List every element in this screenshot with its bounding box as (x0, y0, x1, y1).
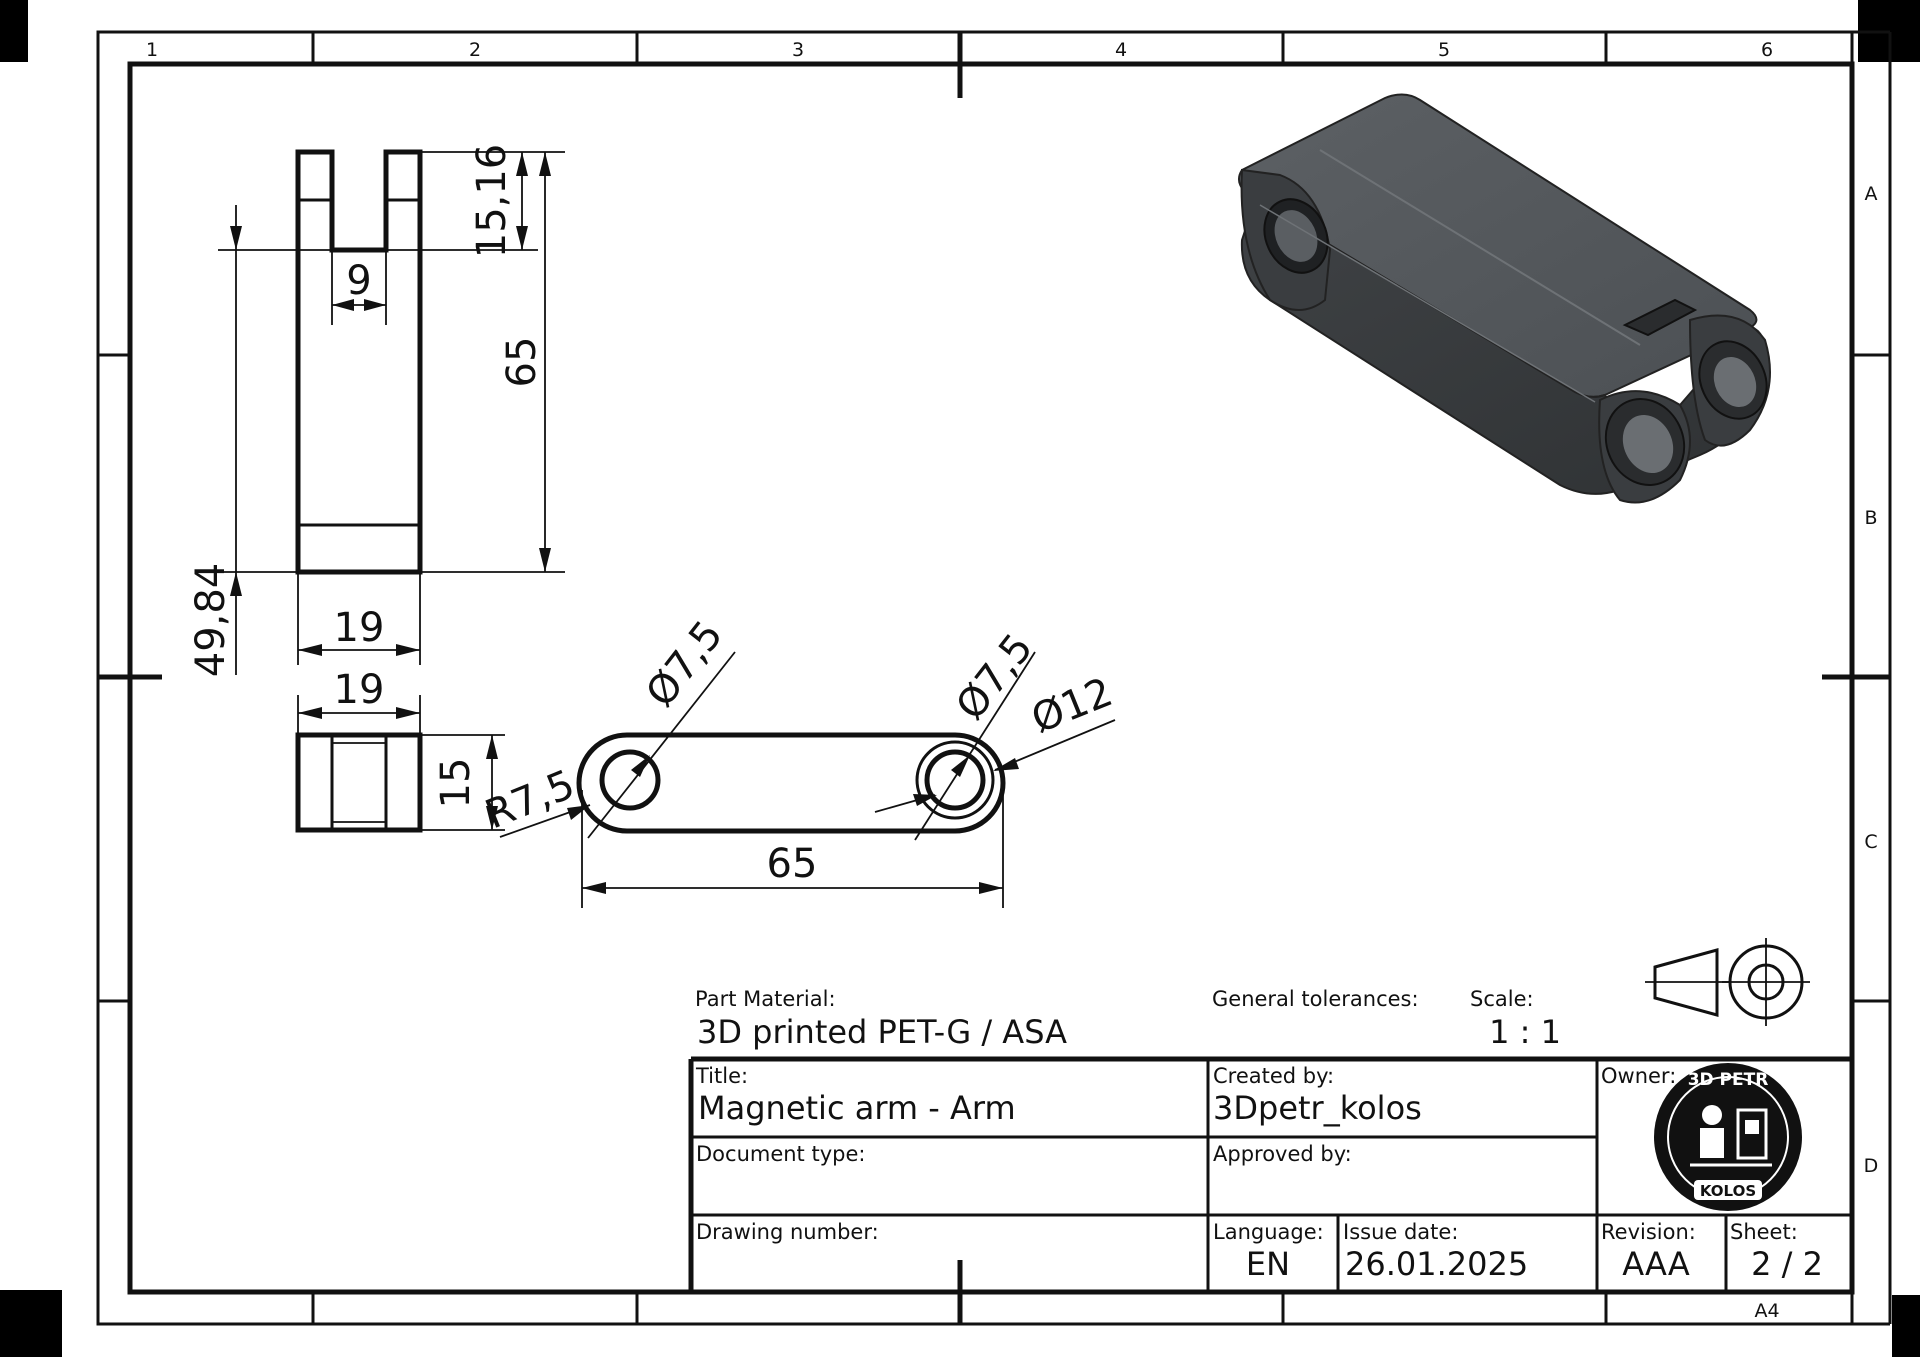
part-material-label: Part Material: (695, 987, 836, 1011)
dim-offset: 49,84 (188, 563, 234, 678)
dim-front-length: 65 (767, 841, 818, 887)
front-view: Ø7,5 Ø7,5 Ø12 R7,5 65 (479, 612, 1119, 908)
dim-hole-right: Ø7,5 (947, 625, 1042, 728)
zone-row-a: A (1865, 183, 1878, 205)
dim-side-width: 19 (334, 667, 385, 713)
issue-date-label: Issue date: (1343, 1220, 1458, 1244)
zone-row-b: B (1864, 507, 1877, 529)
owner-logo-icon: 3D PETR KOLOS (1654, 1063, 1802, 1211)
first-angle-projection-icon (1645, 938, 1810, 1026)
title-value: Magnetic arm - Arm (698, 1089, 1016, 1127)
sheet-value: 2 / 2 (1751, 1245, 1823, 1283)
zone-col-6: 6 (1761, 39, 1773, 61)
zone-col-4: 4 (1115, 39, 1127, 61)
document-type-label: Document type: (696, 1142, 865, 1166)
paper-size-label: A4 (1754, 1300, 1779, 1322)
zone-row-c: C (1864, 831, 1877, 853)
created-by-value: 3Dpetr_kolos (1213, 1089, 1422, 1127)
top-view: 15,16 65 9 49,84 19 (188, 144, 565, 678)
dim-side-height: 15 (433, 758, 479, 809)
zone-row-d: D (1864, 1155, 1879, 1177)
part-material-value: 3D printed PET-G / ASA (697, 1013, 1067, 1051)
zone-labels: 1 2 3 4 5 6 A B C D A4 (146, 39, 1878, 1322)
dim-hole-left: Ø7,5 (637, 612, 732, 715)
sheet-border (96, 30, 1892, 1326)
general-tolerances-label: General tolerances: (1212, 987, 1419, 1011)
created-by-label: Created by: (1213, 1064, 1334, 1088)
dim-top-width: 19 (334, 605, 385, 651)
dim-slot-width: 9 (346, 258, 371, 304)
zone-col-5: 5 (1438, 39, 1450, 61)
dim-overall-length: 65 (499, 337, 545, 388)
zone-col-2: 2 (469, 39, 481, 61)
approved-by-label: Approved by: (1213, 1142, 1352, 1166)
issue-date-value: 26.01.2025 (1345, 1245, 1528, 1283)
drawing-number-label: Drawing number: (696, 1220, 879, 1244)
dim-counterbore: Ø12 (1025, 669, 1119, 743)
scale-value: 1 : 1 (1489, 1013, 1561, 1051)
dim-slot-depth: 15,16 (469, 144, 515, 259)
language-value: EN (1246, 1245, 1290, 1283)
title-block: Part Material: 3D printed PET-G / ASA Ge… (688, 987, 1852, 1292)
language-label: Language: (1213, 1220, 1324, 1244)
owner-logo-text-bottom: KOLOS (1700, 1182, 1756, 1200)
isometric-view (1238, 93, 1771, 504)
owner-label: Owner: (1601, 1064, 1676, 1088)
revision-value: AAA (1622, 1245, 1690, 1283)
side-view: 19 15 (295, 667, 505, 833)
title-label: Title: (695, 1064, 748, 1088)
scale-label: Scale: (1470, 987, 1534, 1011)
revision-label: Revision: (1601, 1220, 1696, 1244)
sheet-label: Sheet: (1730, 1220, 1798, 1244)
owner-logo-text-top: 3D PETR (1688, 1070, 1769, 1090)
zone-col-1: 1 (146, 39, 158, 61)
zone-col-3: 3 (792, 39, 804, 61)
